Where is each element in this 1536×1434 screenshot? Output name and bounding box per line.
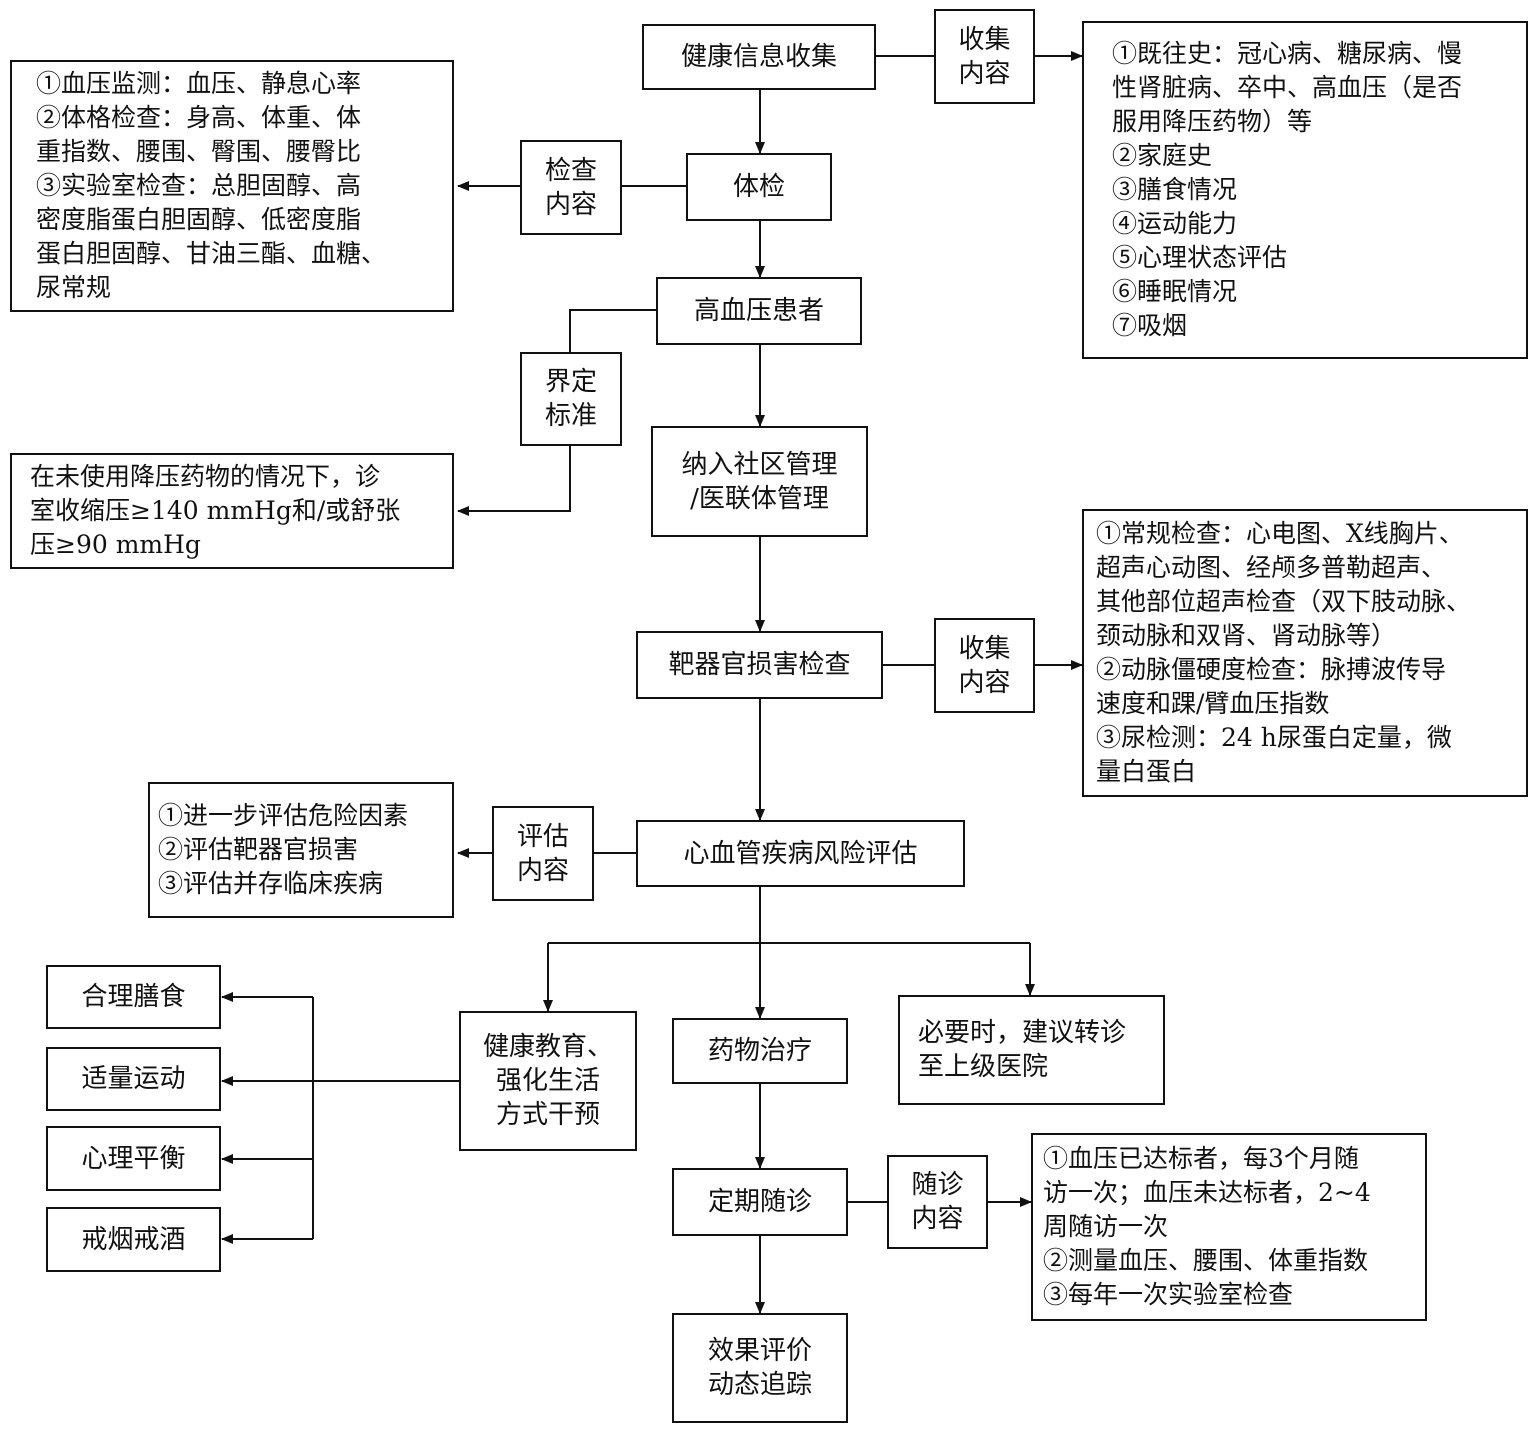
detail-diagnostic-criteria: 在未使用降压药物的情况下，诊 室收缩压≥140 mmHg和/或舒张 压≥90 m… <box>10 453 454 569</box>
detail-line: 量白蛋白 <box>1096 757 1197 786</box>
detail-line: ③评估并存临床疾病 <box>158 869 384 898</box>
detail-line: ①既往史：冠心病、糖尿病、慢 <box>1112 39 1463 68</box>
label-eval-content: 评估 内容 <box>492 806 594 901</box>
lifestyle-no-smoking-drinking: 戒烟戒酒 <box>46 1207 221 1272</box>
node-label: 定期随诊 <box>707 1187 812 1217</box>
detail-line: ②测量血压、腰围、体重指数 <box>1043 1246 1369 1275</box>
node-health-education: 健康教育、 强化生活 方式干预 <box>459 1011 637 1151</box>
node-label-line-2: 强化生活 <box>495 1066 600 1096</box>
node-label-line-1: 必要时，建议转诊 <box>918 1018 1127 1048</box>
label-line-1: 检查 <box>544 155 597 186</box>
detail-line: 性肾脏病、卒中、高血压（是否 <box>1112 73 1463 102</box>
detail-line: 室收缩压≥140 mmHg和/或舒张 <box>30 496 401 525</box>
node-label-line-3: 方式干预 <box>495 1100 600 1130</box>
detail-line: ①血压已达标者，每3个月随 <box>1043 1144 1359 1173</box>
node-label-line-1: 健康教育、 <box>482 1032 613 1062</box>
detail-line: ③每年一次实验室检查 <box>1043 1280 1294 1309</box>
node-label: 靶器官损害检查 <box>668 650 851 680</box>
detail-line: ③实验室检查：总胆固醇、高 <box>36 171 362 200</box>
detail-line: 蛋白胆固醇、甘油三酯、血糖、 <box>36 239 387 268</box>
label-line-2: 内容 <box>544 189 597 220</box>
node-label-line-1: 纳入社区管理 <box>681 449 838 480</box>
node-label: 健康信息收集 <box>680 42 837 72</box>
detail-line: 重指数、腰围、臀围、腰臀比 <box>36 137 362 166</box>
lifestyle-exercise: 适量运动 <box>46 1047 221 1111</box>
detail-risk-items: ①进一步评估危险因素 ②评估靶器官损害 ③评估并存临床疾病 <box>148 782 454 918</box>
node-label: 高血压患者 <box>693 296 824 326</box>
detail-line: 服用降压药物）等 <box>1112 107 1313 136</box>
detail-line: ③尿检测：24 h尿蛋白定量，微 <box>1096 723 1452 752</box>
node-label: 心血管疾病风险评估 <box>683 838 918 869</box>
lifestyle-psychology: 心理平衡 <box>46 1126 221 1191</box>
node-drug-therapy: 药物治疗 <box>672 1018 848 1084</box>
detail-followup-items: ①血压已达标者，每3个月随 访一次；血压未达标者，2~4 周随访一次 ②测量血压… <box>1031 1133 1427 1321</box>
detail-line: ①常规检查：心电图、X线胸片、 <box>1096 519 1464 548</box>
detail-line: 尿常规 <box>36 273 112 302</box>
detail-line: 颈动脉和双肾、肾动脉等） <box>1096 621 1397 650</box>
node-effect-evaluation: 效果评价 动态追踪 <box>672 1313 848 1423</box>
node-physical-exam: 体检 <box>686 153 832 221</box>
detail-exam-items: ①血压监测：血压、静息心率 ②体格检查：身高、体重、体 重指数、腰围、臀围、腰臀… <box>10 60 454 312</box>
node-label-line-2: /医联体管理 <box>690 483 829 514</box>
detail-line: 密度脂蛋白胆固醇、低密度脂 <box>36 205 362 234</box>
node-label-line-1: 效果评价 <box>707 1336 812 1366</box>
node-regular-followup: 定期随诊 <box>672 1168 848 1236</box>
label-followup-content: 随诊 内容 <box>887 1155 988 1249</box>
detail-line: 周随访一次 <box>1043 1212 1169 1241</box>
label-line-2: 内容 <box>516 855 569 886</box>
label-line-1: 界定 <box>544 367 597 397</box>
detail-line: 其他部位超声检查（双下肢动脉、 <box>1096 587 1472 616</box>
detail-line: ⑥睡眠情况 <box>1112 277 1238 306</box>
lifestyle-label: 适量运动 <box>81 1064 186 1094</box>
node-health-info-collection: 健康信息收集 <box>642 24 876 90</box>
node-community-management: 纳入社区管理 /医联体管理 <box>651 426 868 537</box>
detail-line: ①进一步评估危险因素 <box>158 801 409 830</box>
detail-line: ④运动能力 <box>1112 209 1238 238</box>
label-exam-content: 检查 内容 <box>520 140 622 235</box>
node-label: 体检 <box>732 172 785 202</box>
label-collect-content-2: 收集 内容 <box>934 618 1035 713</box>
label-collect-content-1: 收集 内容 <box>934 9 1035 104</box>
node-target-organ-exam: 靶器官损害检查 <box>636 631 883 699</box>
detail-line: 速度和踝/臂血压指数 <box>1096 689 1330 718</box>
label-line-2: 标准 <box>544 401 597 431</box>
label-line-2: 内容 <box>911 1204 964 1234</box>
detail-line: ②评估靶器官损害 <box>158 835 359 864</box>
label-line-1: 随诊 <box>911 1170 964 1200</box>
detail-line: ⑦吸烟 <box>1112 311 1188 340</box>
detail-line: ②动脉僵硬度检查：脉搏波传导 <box>1096 655 1447 684</box>
label-line-1: 收集 <box>958 24 1011 55</box>
detail-line: ③膳食情况 <box>1112 175 1238 204</box>
label-line-1: 收集 <box>958 633 1011 664</box>
detail-line: ②体格检查：身高、体重、体 <box>36 103 362 132</box>
lifestyle-diet: 合理膳食 <box>46 965 221 1029</box>
node-label: 药物治疗 <box>707 1036 812 1066</box>
node-referral: 必要时，建议转诊 至上级医院 <box>898 995 1165 1105</box>
detail-line: 超声心动图、经颅多普勒超声、 <box>1096 553 1447 582</box>
detail-target-organ-items: ①常规检查：心电图、X线胸片、 超声心动图、经颅多普勒超声、 其他部位超声检查（… <box>1082 509 1528 797</box>
lifestyle-label: 戒烟戒酒 <box>81 1224 186 1255</box>
detail-line: 在未使用降压药物的情况下，诊 <box>30 462 381 491</box>
label-line-1: 评估 <box>516 821 569 852</box>
lifestyle-label: 合理膳食 <box>81 982 186 1012</box>
detail-line: ①血压监测：血压、静息心率 <box>36 69 362 98</box>
label-line-2: 内容 <box>958 667 1011 698</box>
lifestyle-label: 心理平衡 <box>81 1143 186 1174</box>
node-label-line-2: 至上级医院 <box>918 1052 1049 1082</box>
node-cv-risk-assessment: 心血管疾病风险评估 <box>636 820 965 887</box>
detail-line: ②家庭史 <box>1112 141 1213 170</box>
detail-line: ⑤心理状态评估 <box>1112 243 1288 272</box>
node-label-line-2: 动态追踪 <box>707 1370 812 1400</box>
detail-medical-history: ①既往史：冠心病、糖尿病、慢 性肾脏病、卒中、高血压（是否 服用降压药物）等 ②… <box>1082 21 1528 359</box>
label-define-standard: 界定 标准 <box>520 352 622 446</box>
label-line-2: 内容 <box>958 58 1011 89</box>
detail-line: 压≥90 mmHg <box>30 530 201 559</box>
detail-line: 访一次；血压未达标者，2~4 <box>1043 1178 1371 1207</box>
node-hypertensive-patient: 高血压患者 <box>656 277 862 345</box>
